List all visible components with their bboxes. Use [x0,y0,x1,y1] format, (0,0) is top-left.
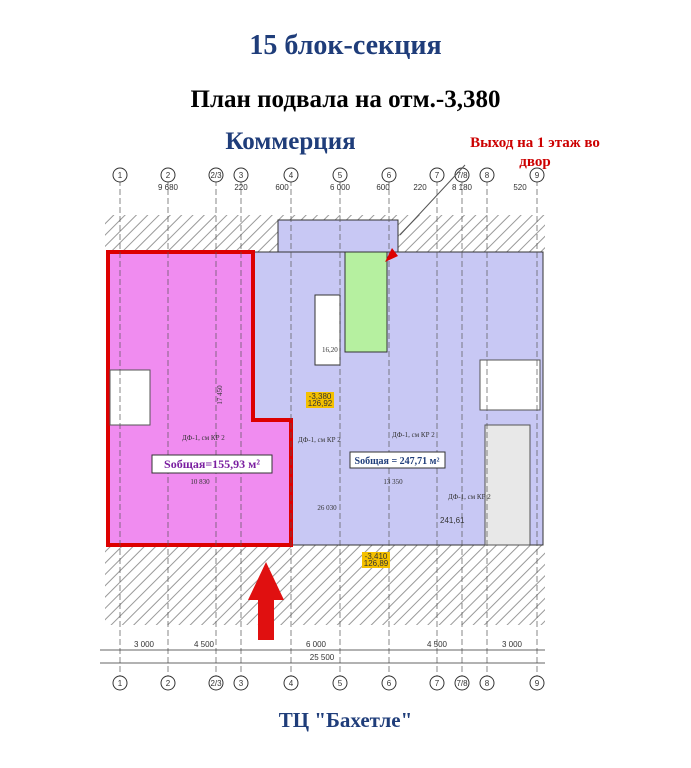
axis-label: 4 [289,171,294,180]
axis-label: 8 [485,171,490,180]
axis-label: 1 [118,171,123,180]
room-pink-area: Sобщая=155,93 м² [164,457,260,471]
exit-annotation: Выход на 1 этаж во двор [470,135,600,170]
dim-17450: 17 450 [216,385,224,405]
door-note-mid: ДФ-1, см КР 2 [392,431,435,439]
axis-bubble [283,675,299,691]
axis-label: 2 [166,171,171,180]
dim-bottom: 4 500 [194,640,215,649]
axis-label: 7/8 [456,679,468,688]
block-title: 15 блок-секция [249,30,442,61]
tech-room [484,424,531,546]
axis-bubble [479,167,495,183]
door-note-left: ДФ-1, см КР 2 [182,434,225,442]
dim-10830: 10 830 [190,478,210,486]
axis-label: 7 [435,171,440,180]
wc-left [109,369,151,426]
axis-label: 3 [239,679,244,688]
dim-bottom: 6 000 [306,640,327,649]
axis-label: 6 [387,679,392,688]
axis-label: 6 [387,171,392,180]
axis-bubble [208,167,224,183]
dim-total: 25 500 [310,653,335,662]
room-purple-area: Sобщая = 247,71 м² [355,456,440,467]
room-purple-top [277,219,399,256]
axis-label: 2 [166,679,171,688]
axis-label: 4 [289,679,294,688]
axis-bubble [160,675,176,691]
axis-bubble [479,675,495,691]
axis-bubble [429,167,445,183]
axis-bubble [332,675,348,691]
dim-top: 600 [376,183,390,192]
axis-label: 9 [535,679,540,688]
dim-bottom: 4 500 [427,640,448,649]
axis-bubble [454,675,470,691]
exit-arrow [385,248,398,262]
axis-bubble [381,675,397,691]
axis-label: 2/3 [210,679,222,688]
stair-shaft [314,294,341,366]
wall-hatch-bottom [105,545,545,625]
axis-bubble [332,167,348,183]
dim-top: 8 180 [452,183,473,192]
axis-bubble [208,675,224,691]
wc-room [479,359,541,411]
axis-bubble [160,167,176,183]
dim-top: 220 [413,183,427,192]
axis-bubble [233,167,249,183]
dim-top: 6 000 [330,183,351,192]
dim-top: 220 [234,183,248,192]
stair-area-label: 16,20 [322,346,338,354]
level-value-1: 126,92 [308,399,333,408]
level-value-2: 126,89 [364,559,389,568]
level-mark-2: -3,410 [365,552,388,561]
dim-top: 9 680 [158,183,179,192]
axis-label: 8 [485,679,490,688]
dim-bottom: 3 000 [134,640,155,649]
dim-26030: 26 030 [317,504,337,512]
plan-title: План подвала на отм.-3,380 [190,86,501,113]
dim-top: 520 [513,183,527,192]
axis-label: 7 [435,679,440,688]
footer-title: ТЦ "Бахетле" [278,708,413,732]
axis-bubble [381,167,397,183]
dim-13350: 13 350 [383,478,403,486]
axis-bubble [529,167,545,183]
level-mark-1: -3,380 [309,392,332,401]
axis-label: 5 [338,171,343,180]
axis-bubble [429,675,445,691]
stair-room [344,251,388,353]
axis-label: 9 [535,171,540,180]
axis-bubble [112,675,128,691]
door-note-right: ДФ-1, см КР 2 [448,493,491,501]
axis-bubble [529,675,545,691]
category-label: Коммерция [225,128,356,155]
axis-label: 3 [239,171,244,180]
axis-label: 2/3 [210,171,222,180]
area-label-241: 241,61 [440,516,465,525]
axis-label: 7/8 [456,171,468,180]
axis-bubble [233,675,249,691]
axis-label: 5 [338,679,343,688]
dim-top: 600 [275,183,289,192]
axis-bubble [283,167,299,183]
entrance-arrow [248,562,284,640]
dim-bottom: 3 000 [502,640,523,649]
exit-leader [399,164,466,236]
door-note-center: ДФ-1, см КР 2 [298,436,341,444]
axis-label: 1 [118,679,123,688]
axis-bubble [112,167,128,183]
